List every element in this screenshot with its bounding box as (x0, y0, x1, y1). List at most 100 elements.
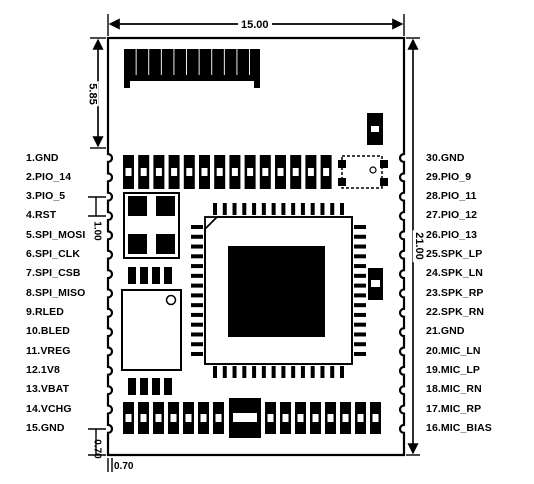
passive-top-gap (292, 168, 299, 176)
main-chip-outline (204, 216, 353, 365)
chip-pin-left (191, 303, 203, 308)
chip-pin-bottom (281, 366, 286, 378)
chip-pin-right (354, 234, 366, 239)
pin-label: 5.SPI_MOSI (26, 229, 86, 241)
pin-label: 2.PIO_14 (26, 171, 72, 183)
passive-top-gap (247, 168, 254, 176)
pin-label: 19.MIC_LP (426, 364, 480, 376)
chip-pin-top (281, 203, 286, 215)
passive-bottom-gap (357, 414, 364, 422)
passive-bottom-gap (200, 414, 207, 422)
small-pad-bottom (128, 378, 136, 395)
big-component-gap (233, 413, 257, 422)
pin-label: 3.PIO_5 (26, 190, 66, 202)
chip-pin-top (261, 203, 266, 215)
passive-bottom-gap (125, 414, 132, 422)
passive-top-gap (140, 168, 147, 176)
crystal-pad (338, 178, 346, 186)
chip-pin-bottom (320, 366, 325, 378)
pin-label: 15.GND (26, 422, 65, 434)
passive-top-gap (125, 168, 132, 176)
pin-label: 16.MIC_BIAS (426, 422, 492, 434)
chip-pin-bottom (232, 366, 237, 378)
passive-bottom-gap (140, 414, 147, 422)
passive-bottom-gap (312, 414, 319, 422)
inductor-pad (128, 234, 147, 254)
chip-pin-left (191, 283, 203, 288)
chip-pin-left (191, 234, 203, 239)
chip-pin-bottom (310, 366, 315, 378)
chip-pin-top (252, 203, 257, 215)
chip-pin-right (354, 332, 366, 337)
passive-bottom-gap (342, 414, 349, 422)
dim-pitch-label: 1.00 (91, 221, 103, 241)
chip-pin-left (191, 264, 203, 269)
chip-pin-top (222, 203, 227, 215)
passive-top-gap (262, 168, 269, 176)
dim-side-offset-label: 0.70 (114, 461, 134, 472)
pin-label: 22.SPK_RN (426, 306, 485, 318)
component-c1-gap (371, 126, 379, 132)
passive-bottom-gap (327, 414, 334, 422)
chip-pin-bottom (252, 366, 257, 378)
pin-label: 26.PIO_13 (426, 229, 478, 241)
pin-label: 4.RST (26, 209, 57, 221)
board (106, 36, 406, 457)
crystal-pad (380, 178, 388, 186)
crystal-outline (341, 155, 383, 189)
crystal-pad (380, 160, 388, 168)
chip-pin-top (271, 203, 276, 215)
chip-pin-bottom (330, 366, 335, 378)
pin-label: 25.SPK_LP (426, 248, 483, 260)
pin-label: 21.GND (426, 325, 465, 337)
chip-pin-right (354, 264, 366, 269)
passive-bottom-gap (282, 414, 289, 422)
chip-pin-top (330, 203, 335, 215)
pin-label: 27.PIO_12 (426, 209, 478, 221)
passive-top-gap (171, 168, 178, 176)
passive-top-gap (186, 168, 193, 176)
chip-pin-right (354, 273, 366, 278)
passive-bottom-gap (267, 414, 274, 422)
chip-pin-bottom (261, 366, 266, 378)
small-pad-top (140, 267, 148, 284)
passive-top-gap (216, 168, 223, 176)
small-pad-bottom (164, 378, 172, 395)
flash-ic-dot (165, 294, 177, 306)
pin-label: 18.MIC_RN (426, 383, 482, 395)
chip-pin-left (191, 312, 203, 317)
pin-label: 17.MIC_RP (426, 403, 482, 415)
pin-label: 29.PIO_9 (426, 171, 472, 183)
dim-height-label: 21.00 (412, 230, 425, 262)
chip-pin-right (354, 225, 366, 229)
pin-label: 6.SPI_CLK (26, 248, 80, 260)
chip-pin-right (354, 293, 366, 298)
passive-top-gap (307, 168, 314, 176)
passive-bottom-gap (170, 414, 177, 422)
pin-label: 12.1V8 (26, 364, 60, 376)
pin-label: 1.GND (26, 152, 59, 164)
pin-label: 23.SPK_RP (426, 287, 484, 299)
passive-top-gap (201, 168, 208, 176)
small-pad-top (128, 267, 136, 284)
flash-ic-outline (121, 289, 182, 371)
small-pad-top (152, 267, 160, 284)
chip-pin-left (191, 293, 203, 298)
chip-pin-left (191, 225, 203, 229)
crystal-dot (369, 166, 377, 174)
chip-pin-right (354, 322, 366, 327)
antenna-trace (124, 49, 260, 88)
chip-pin-top (242, 203, 247, 215)
passive-top-gap (277, 168, 284, 176)
small-pad-bottom (140, 378, 148, 395)
inductor-pad (156, 196, 175, 216)
chip-pin-top (340, 203, 344, 215)
pin-label: 8.SPI_MISO (26, 287, 86, 299)
pin-label: 7.SPI_CSB (26, 267, 81, 279)
pin-label: 14.VCHG (26, 403, 72, 415)
chip-pin-right (354, 312, 366, 317)
chip-pin-left (191, 322, 203, 327)
chip-pin-bottom (271, 366, 276, 378)
